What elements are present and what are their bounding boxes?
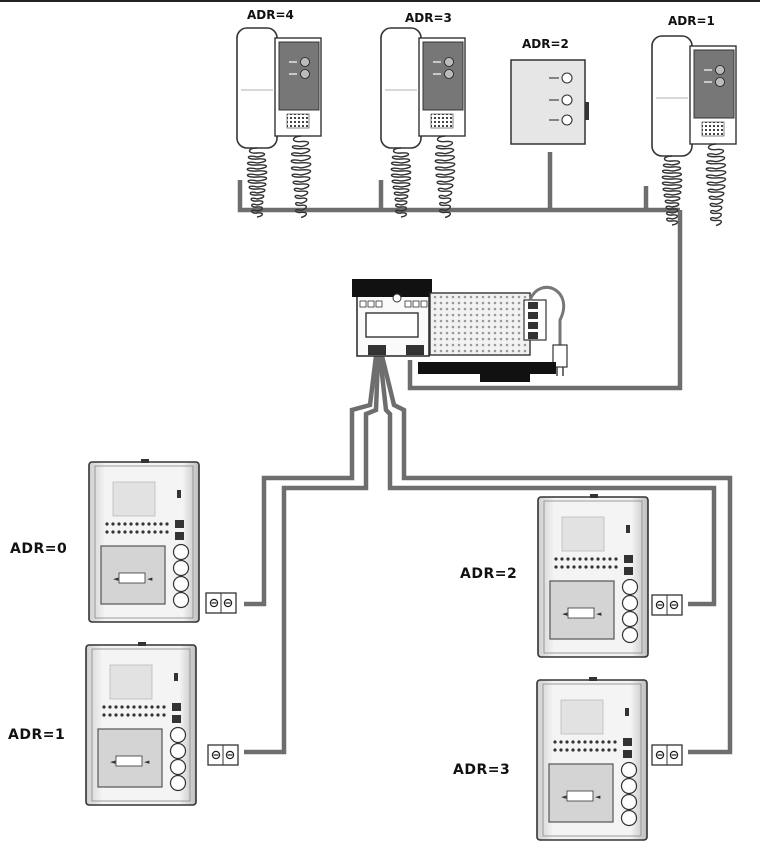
monitor-button (561, 114, 573, 126)
wire-to-door-adr0 (244, 355, 379, 607)
monitor-housing (510, 59, 586, 145)
terminal-connector (205, 592, 237, 614)
indoor-monitor-adr-4 (236, 27, 322, 219)
coiled-cord (661, 155, 683, 226)
door-station-address-label: ADR=0 (10, 541, 68, 557)
distribution-controller (352, 279, 432, 357)
svg-text:◄: ◄ (110, 758, 116, 766)
wire-to-door-adr2 (377, 355, 717, 607)
monitor-button (561, 72, 573, 84)
indoor-monitor-adr-3 (380, 27, 466, 219)
terminal-connector (651, 744, 683, 766)
door-station-address-label: ADR=1 (8, 727, 66, 743)
svg-text:◄: ◄ (562, 610, 568, 618)
terminal-connector (207, 744, 239, 766)
monitor-address-label: ADR=4 (247, 8, 294, 22)
monitor-address-label: ADR=1 (668, 14, 715, 28)
bus-trunk-top (237, 180, 680, 213)
monitor-address-label: ADR=2 (522, 37, 569, 51)
svg-text:◄: ◄ (147, 575, 153, 583)
door-station-adr-1: ◄◄ (85, 641, 197, 806)
power-supply (418, 286, 568, 382)
svg-text:◄: ◄ (144, 758, 150, 766)
coiled-cord (705, 143, 727, 227)
coiled-cord (246, 147, 268, 218)
monitor-address-label: ADR=3 (405, 11, 452, 25)
door-station-adr-3: ◄◄ (536, 676, 648, 841)
svg-text:◄: ◄ (596, 610, 602, 618)
coiled-cord (290, 135, 312, 219)
svg-text:◄: ◄ (561, 793, 567, 801)
monitor-button (561, 94, 573, 106)
svg-text:◄: ◄ (113, 575, 119, 583)
coiled-cord (390, 147, 412, 218)
bus-return (407, 210, 683, 391)
terminal-connector (651, 594, 683, 616)
top-border-line (0, 0, 760, 2)
door-station-adr-2: ◄◄ (537, 493, 649, 658)
door-station-address-label: ADR=2 (460, 566, 518, 582)
indoor-monitor-adr-1 (651, 35, 737, 227)
coiled-cord (434, 135, 456, 219)
wire-to-door-adr3 (379, 355, 733, 755)
bus-wiring (237, 152, 733, 755)
indoor-monitor-handsfree (510, 59, 589, 145)
door-station-address-label: ADR=3 (453, 762, 511, 778)
svg-text:◄: ◄ (595, 793, 601, 801)
wire-to-door-adr1 (244, 355, 381, 755)
door-station-adr-0: ◄◄ (88, 458, 200, 623)
